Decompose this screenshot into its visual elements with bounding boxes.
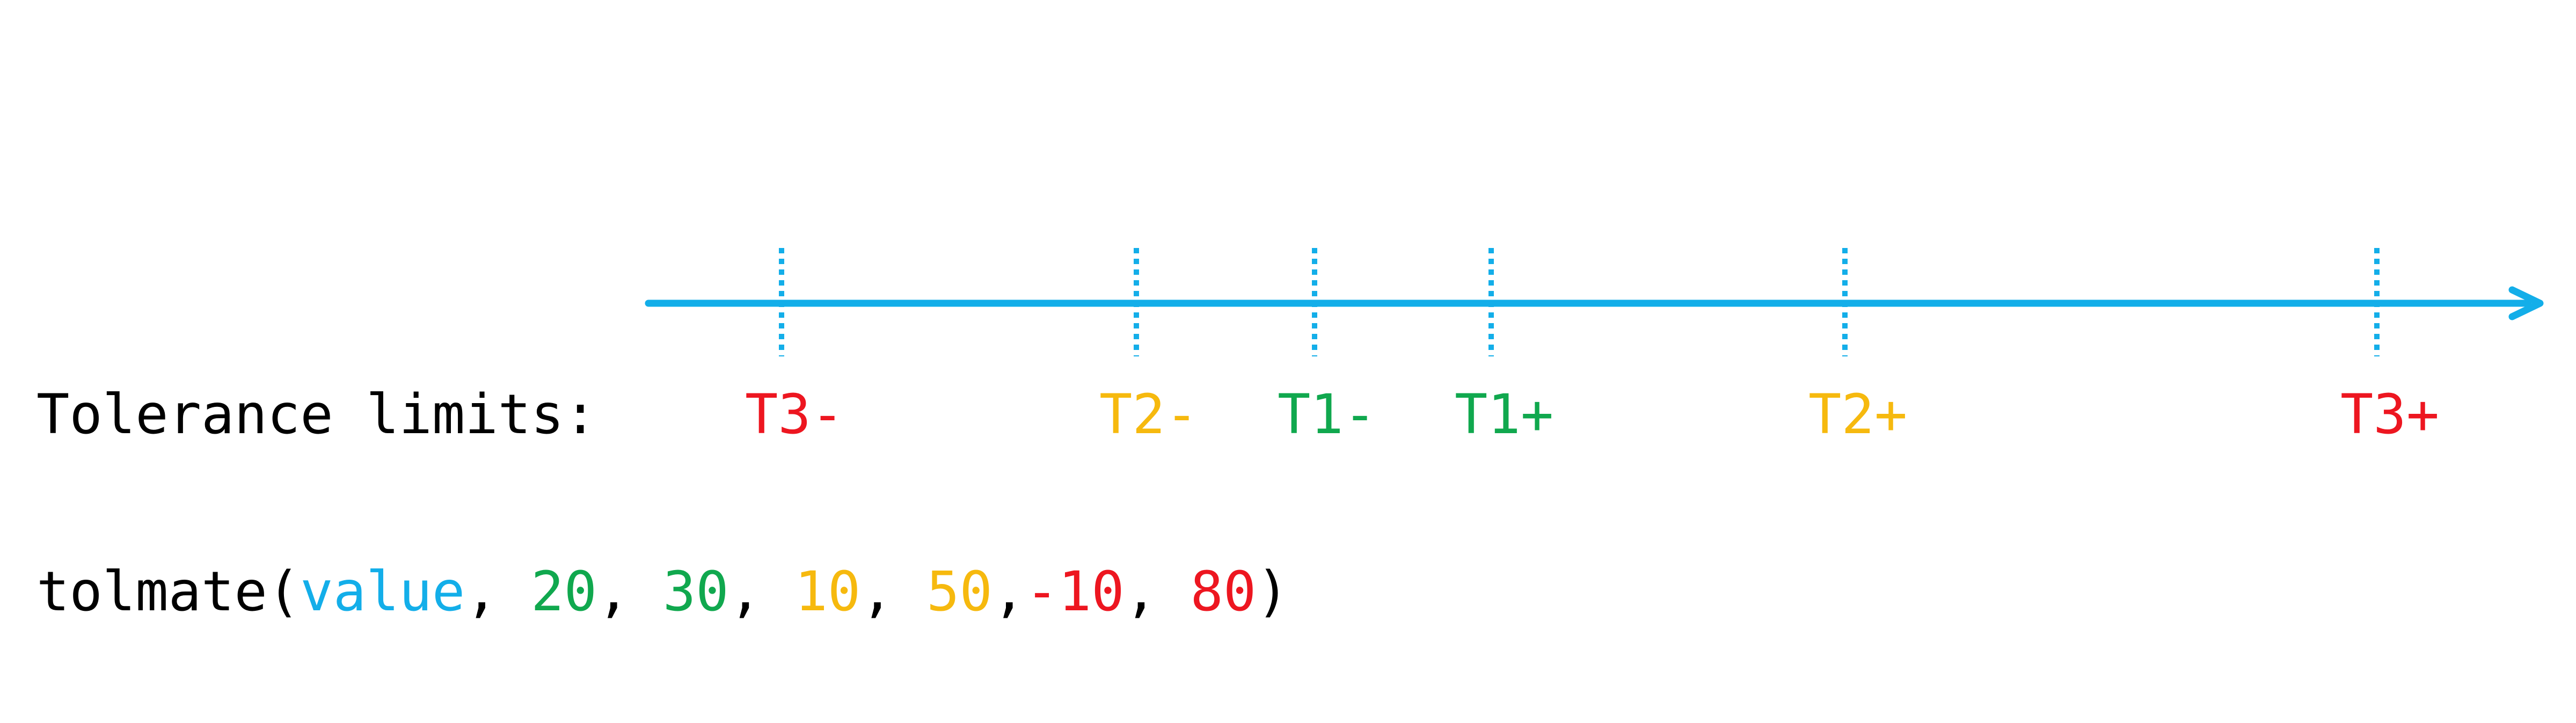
code-close-paren: ) bbox=[1256, 560, 1289, 624]
tick-label-t2-minus: T2- bbox=[1099, 383, 1199, 447]
code-arg-t1-high: 30 bbox=[662, 560, 729, 624]
code-arg-t2-high: 50 bbox=[926, 560, 993, 624]
code-separator: , bbox=[596, 560, 663, 624]
arrow-right-icon bbox=[2508, 286, 2544, 320]
code-separator: , bbox=[992, 560, 1026, 624]
tick-label-t1-plus: T1+ bbox=[1455, 383, 1554, 447]
code-arg-t1-low: 20 bbox=[531, 560, 597, 624]
tolerance-limits-label: Tolerance limits: bbox=[37, 383, 597, 447]
code-separator: , bbox=[728, 560, 795, 624]
code-function-name: tolmate( bbox=[37, 560, 301, 624]
tick-label-t3-plus: T3+ bbox=[2340, 383, 2440, 447]
code-arg-t2-low: 10 bbox=[794, 560, 861, 624]
tick-label-t1-minus: T1- bbox=[1278, 383, 1377, 447]
code-separator: , bbox=[1124, 560, 1191, 624]
code-arg-t3-high: 80 bbox=[1190, 560, 1257, 624]
function-call-example: tolmate(value, 20, 30, 10, 50,-10, 80) bbox=[37, 565, 1289, 619]
tick-label-t2-plus: T2+ bbox=[1808, 383, 1908, 447]
code-arg-t3-low: -10 bbox=[1025, 560, 1125, 624]
code-separator: , bbox=[465, 560, 531, 624]
tick-label-t3-minus: T3- bbox=[745, 383, 844, 447]
code-arg-value: value bbox=[300, 560, 465, 624]
code-separator: , bbox=[860, 560, 927, 624]
